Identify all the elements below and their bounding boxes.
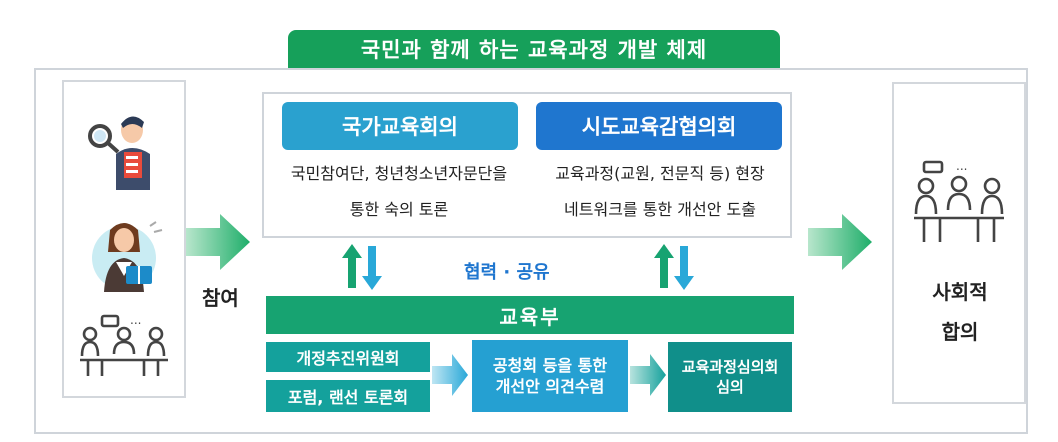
up-down-arrows-icon [342, 244, 382, 290]
svg-text:...: ... [956, 159, 967, 173]
arrow-right-icon [186, 214, 250, 270]
national-council-desc-1: 국민참여단, 청년청소년자문단을 [290, 164, 508, 183]
arrow-right-icon [630, 354, 666, 396]
public-hearing-line2: 개선안 의견수렴 [495, 377, 605, 396]
woman-reading-icon [92, 221, 163, 292]
diagram-title: 국민과 함께 하는 교육과정 개발 체제 [288, 30, 780, 68]
superintendents-council-desc-1: 교육과정(교원, 전문직 등) 현장 [555, 164, 765, 183]
arrow-right-icon [808, 214, 872, 270]
participation-label: 참여 [202, 286, 239, 310]
arrow-right-icon [432, 354, 468, 396]
deliberation-line1: 교육과정심의회 [681, 358, 779, 376]
social-consensus-box [892, 82, 1026, 404]
forum-box: 포럼, 랜선 토론회 [266, 380, 430, 412]
ministry-of-education-bar: 교육부 [266, 296, 794, 334]
cooperation-sharing-label: 협력 · 공유 [464, 262, 550, 283]
meeting-group-icon: ... [80, 313, 168, 376]
social-consensus-line2: 합의 [941, 320, 979, 344]
national-council-desc-2: 통한 숙의 토론 [349, 200, 449, 219]
curriculum-deliberation-box: 교육과정심의회 심의 [668, 342, 792, 412]
public-hearing-line1: 공청회 등을 통한 [492, 356, 608, 375]
superintendents-council-desc-2: 네트워크를 통한 개선안 도출 [564, 200, 756, 219]
social-consensus-line1: 사회적 [932, 280, 988, 304]
public-hearing-box: 공청회 등을 통한 개선안 의견수렴 [472, 340, 628, 412]
superintendents-council-label: 시도교육감협의회 [536, 102, 782, 150]
meeting-group-icon: ... [914, 159, 1004, 242]
researcher-with-magnifier-icon [88, 116, 150, 190]
national-education-council-label: 국가교육회의 [282, 102, 518, 150]
svg-text:...: ... [130, 313, 141, 327]
up-down-arrows-icon [654, 244, 694, 290]
revision-committee-box: 개정추진위원회 [266, 342, 430, 372]
deliberation-line2: 심의 [716, 378, 744, 396]
outer-frame [34, 68, 1028, 434]
